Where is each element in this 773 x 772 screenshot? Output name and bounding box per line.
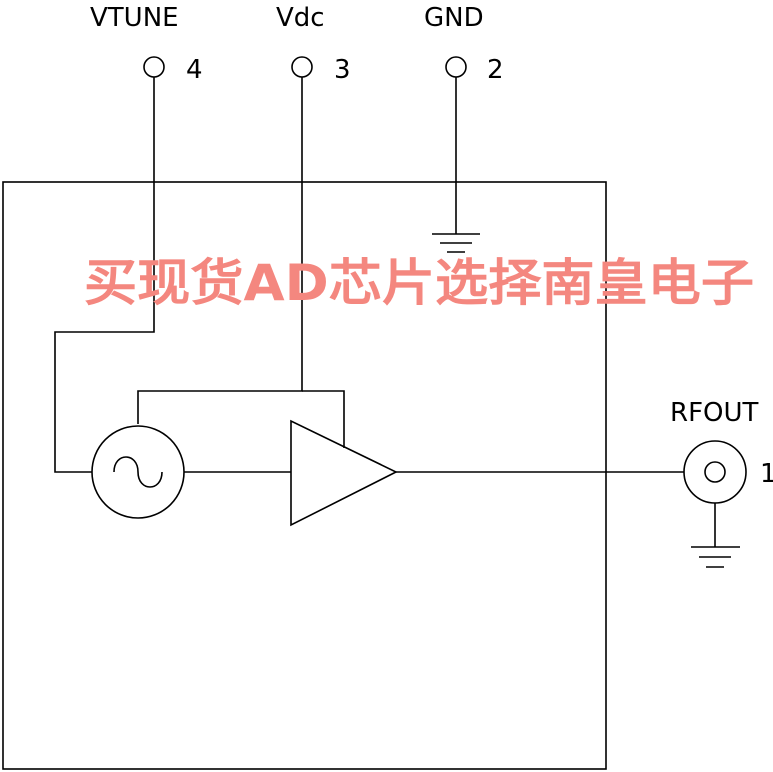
pin-3-number: 3 [334, 55, 351, 85]
pin-3-name: Vdc [276, 3, 325, 33]
ground-symbol-rf [691, 546, 740, 568]
sine-wave-icon [113, 456, 163, 488]
watermark-text: 买现货AD芯片选择南皇电子 [84, 254, 754, 312]
pin-2-number: 2 [487, 55, 504, 85]
pin-4-terminal [143, 56, 165, 78]
package-outline [2, 181, 607, 770]
amp-supply-wire [302, 390, 345, 448]
vtune-wire [54, 77, 155, 473]
ground-symbol-top [432, 233, 480, 253]
pin-1-number: 1 [760, 459, 773, 489]
pin-4-number: 4 [186, 55, 203, 85]
pin-1-name: RFOUT [670, 398, 759, 428]
vdc-wire [137, 77, 303, 424]
pin-3-terminal [291, 56, 313, 78]
rf-connector-inner [704, 461, 726, 483]
pin-4-name: VTUNE [90, 3, 179, 33]
amplifier-symbol [290, 419, 398, 527]
pin-2-name: GND [424, 3, 484, 33]
pin-2-terminal [445, 56, 467, 78]
rf-connector-outer [683, 440, 747, 504]
